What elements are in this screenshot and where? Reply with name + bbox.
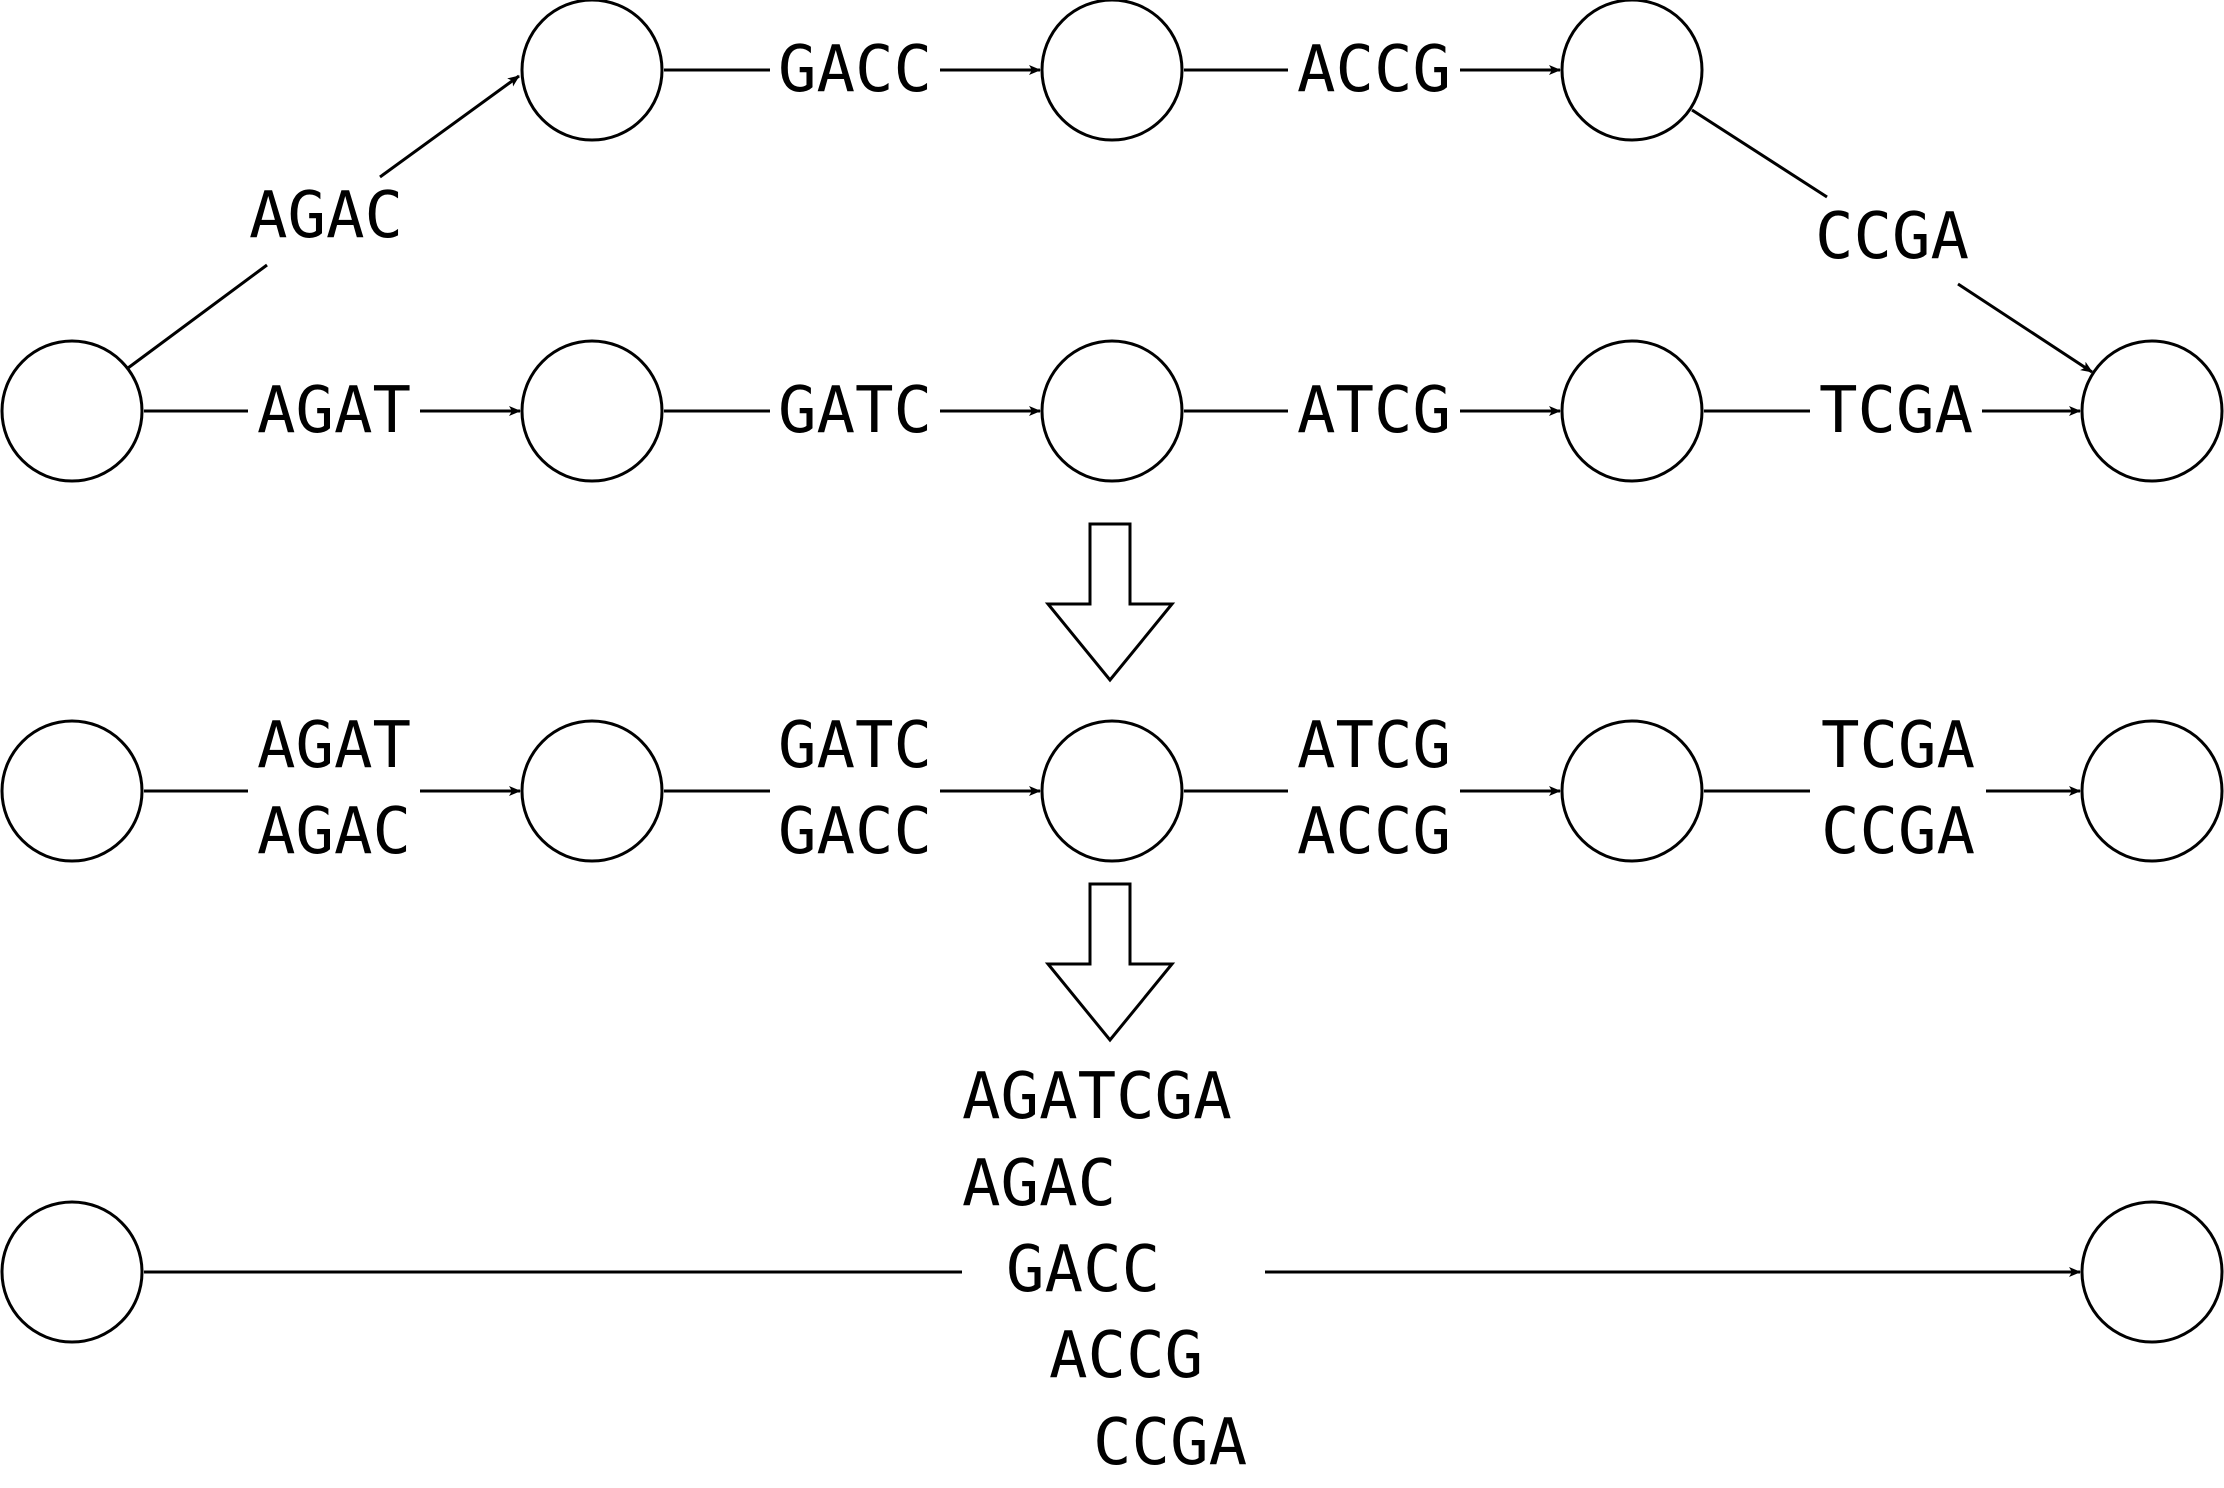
collapsed-node-start [0, 1200, 144, 1344]
edge-label-lower-4: TCGA [1819, 374, 1973, 448]
merged-node-4 [1560, 719, 1704, 863]
edge-upper-1-line-a [127, 263, 268, 370]
edge-label-lower-2: GATC [778, 374, 932, 448]
collapsed-node-end [2080, 1200, 2224, 1344]
node-lower-2 [1040, 339, 1184, 483]
node-upper-3 [1560, 0, 1704, 142]
merged-edge-2-bottom-label: GACC [778, 795, 932, 869]
edge-upper-4-line-b [1957, 282, 2093, 374]
alignment-line-2: AGAC [962, 1147, 1116, 1221]
node-end [2080, 339, 2224, 483]
merged-node-1 [0, 719, 144, 863]
merged-edge-4-bottom-label: CCGA [1821, 795, 1975, 869]
merged-edge-2-top-label: GATC [778, 709, 932, 783]
edge-upper-1-line-b [379, 74, 520, 179]
merged-edge-3-bottom-label: ACCG [1297, 795, 1451, 869]
merged-edge-1-top-label: AGAT [257, 709, 411, 783]
merged-node-5 [2080, 719, 2224, 863]
alignment-line-4: ACCG [1049, 1319, 1203, 1393]
down-arrow-2 [1044, 882, 1176, 1043]
graph-2-merged: AGAT AGAC GATC GACC ATCG ACCG TCGA CCGA [0, 709, 2224, 869]
graph-1-bubble: AGAC GACC ACCG CCGA AGAT GATC ATCG TCGA [0, 0, 2224, 483]
node-upper-2 [1040, 0, 1184, 142]
edge-label-upper-1: AGAC [249, 179, 403, 253]
edge-upper-4-line-a [1691, 108, 1828, 199]
node-upper-1 [520, 0, 664, 142]
node-lower-3 [1560, 339, 1704, 483]
edge-label-upper-2: GACC [778, 33, 932, 107]
merged-edge-4-top-label: TCGA [1821, 709, 1975, 783]
merged-node-3 [1040, 719, 1184, 863]
down-arrow-1 [1044, 522, 1176, 683]
alignment-line-5: CCGA [1093, 1406, 1247, 1480]
alignment-line-3: GACC [1006, 1233, 1160, 1307]
node-lower-1 [520, 339, 664, 483]
merged-edge-1-bottom-label: AGAC [257, 795, 411, 869]
alignment-line-1: AGATCGA [962, 1060, 1232, 1134]
node-start [0, 339, 144, 483]
edge-label-upper-3: ACCG [1297, 33, 1451, 107]
edge-label-upper-4: CCGA [1815, 200, 1969, 274]
graph-3-collapsed: AGATCGA AGAC GACC ACCG CCGA [0, 1060, 2224, 1480]
edge-label-lower-1: AGAT [257, 374, 411, 448]
merged-node-2 [520, 719, 664, 863]
merged-edge-3-top-label: ATCG [1297, 709, 1451, 783]
edge-label-lower-3: ATCG [1297, 374, 1451, 448]
